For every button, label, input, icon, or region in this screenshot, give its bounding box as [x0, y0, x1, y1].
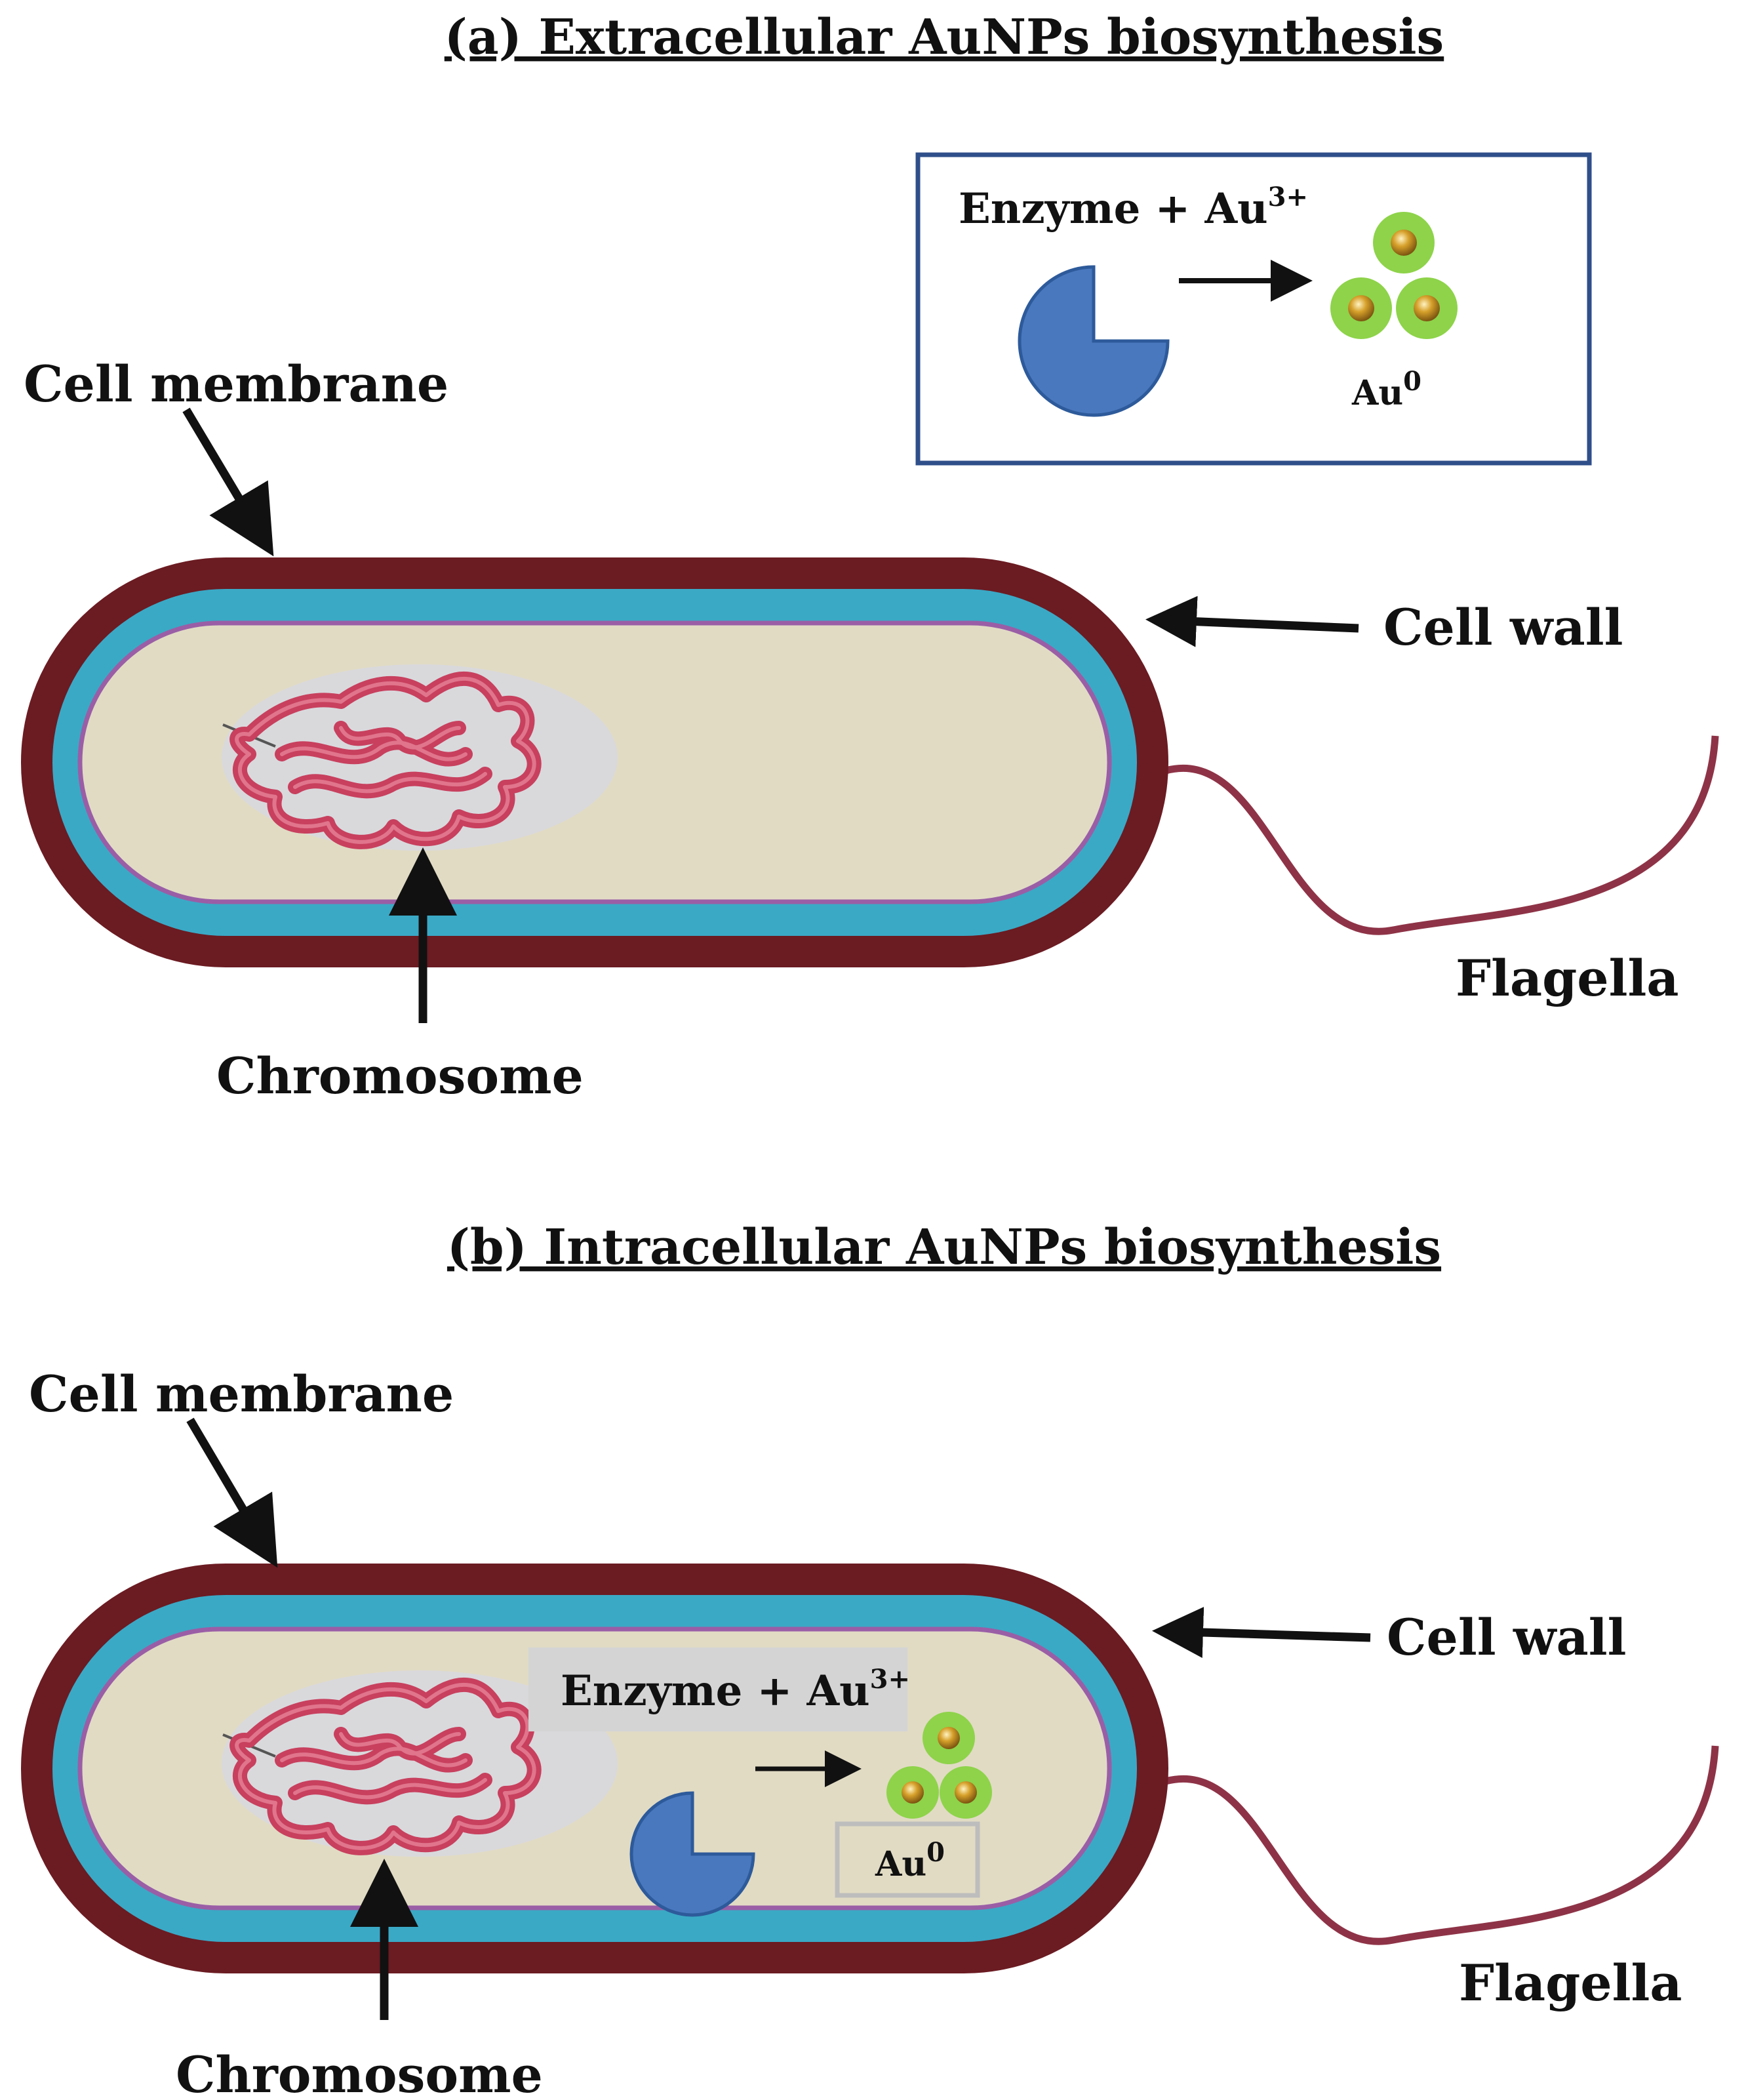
panel-a: (a) Extracellular AuNPs biosynthesis Enz…	[21, 9, 1719, 1105]
panel-b-title: (b) Intracellular AuNPs biosynthesis	[447, 1219, 1441, 1276]
enzyme-icon	[1018, 265, 1170, 417]
panel-a-reaction-box: Enzyme + Au3+ Au0	[915, 152, 1592, 466]
arrow-cell-membrane	[186, 1417, 278, 1568]
panel-a-bacterium	[21, 557, 1719, 967]
arrow-cell-membrane	[182, 407, 274, 557]
gold-nanoparticles-icon	[886, 1712, 992, 1819]
label-cell-membrane: Cell membrane	[24, 355, 448, 413]
panel-b-reaction: Enzyme + Au3+ Au0	[528, 1647, 992, 1917]
panel-b-bacterium: Enzyme + Au3+ Au0	[21, 1564, 1719, 1973]
arrow-cell-wall	[1152, 1607, 1371, 1659]
product-label: Au0	[1351, 366, 1421, 413]
enzyme-icon	[629, 1791, 755, 1917]
reaction-equation: Enzyme + Au3+	[561, 1664, 910, 1716]
chromosome-group	[229, 1678, 542, 1855]
label-cell-membrane: Cell membrane	[29, 1365, 454, 1423]
label-cell-wall: Cell wall	[1387, 1608, 1626, 1666]
equation-box	[528, 1647, 907, 1731]
arrow-cell-wall	[1145, 596, 1359, 647]
label-chromosome: Chromosome	[216, 1047, 584, 1105]
label-cell-wall: Cell wall	[1383, 598, 1623, 656]
label-flagella: Flagella	[1459, 1954, 1682, 2012]
panel-a-title: (a) Extracellular AuNPs biosynthesis	[445, 9, 1444, 66]
chromosome-highlight	[235, 1683, 536, 1850]
reaction-equation: Enzyme + Au3+	[959, 182, 1308, 233]
flagellum	[1160, 1745, 1719, 1945]
panel-b: (b) Intracellular AuNPs biosynthesis Enz…	[21, 1219, 1719, 2100]
product-label: Au0	[875, 1837, 945, 1884]
flagellum	[1160, 735, 1719, 935]
label-flagella: Flagella	[1456, 949, 1679, 1007]
product-box	[835, 1821, 980, 1898]
label-chromosome: Chromosome	[176, 2046, 543, 2097]
gold-nanoparticles-icon	[1330, 212, 1458, 339]
chromosome-highlight	[235, 677, 536, 844]
